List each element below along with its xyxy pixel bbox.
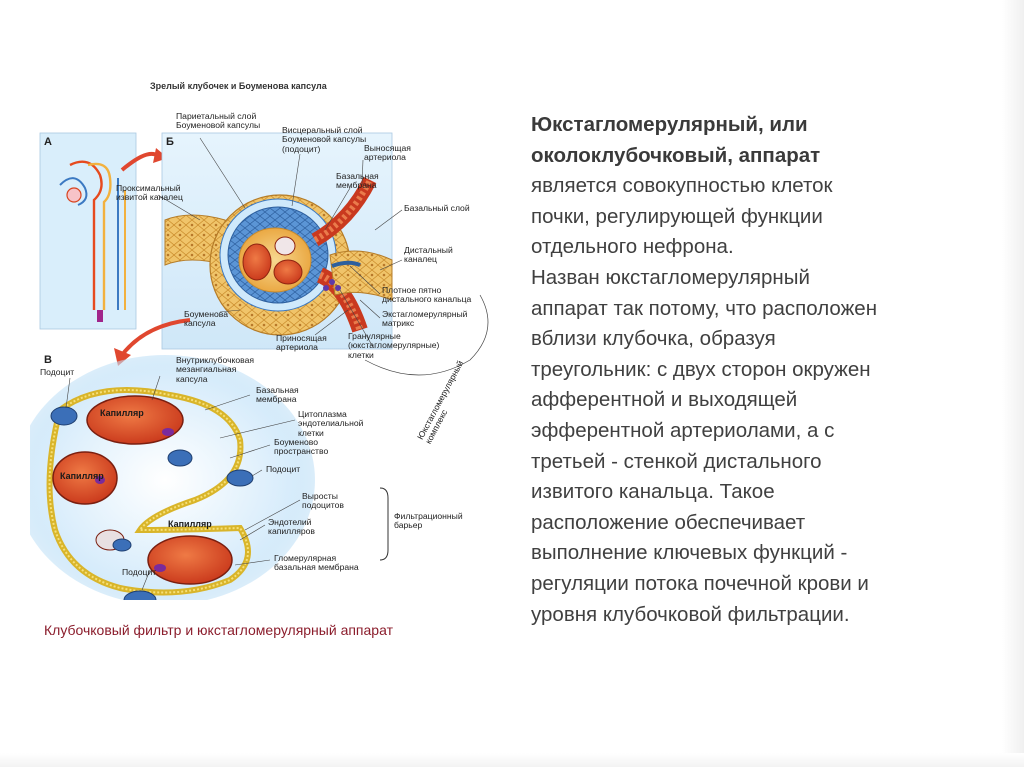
text-line: отдельного нефрона. bbox=[531, 232, 991, 263]
label-extraglomerular-matrix: Экстагломерулярный матрикс bbox=[382, 310, 467, 329]
panel-a-letter: А bbox=[44, 138, 52, 147]
label-filtration-barrier: Фильтрационный барьер bbox=[394, 512, 463, 531]
label-bowman-capsule: Боуменова капсула bbox=[184, 310, 228, 329]
text-line: регуляции потока почечной крови и bbox=[531, 569, 991, 600]
panel-b-letter: Б bbox=[166, 138, 174, 147]
text-line: Назван юкстагломерулярный bbox=[531, 263, 991, 294]
slide-edge-shadow-right bbox=[1002, 0, 1024, 767]
text-line: третьей - стенкой дистального bbox=[531, 447, 991, 478]
jga-description: Юкстагломерулярный, или околоклубочковый… bbox=[531, 110, 991, 630]
text-line: является совокупностью клеток bbox=[531, 171, 991, 202]
panel-v-letter: В bbox=[44, 356, 52, 365]
text-line: уровня клубочковой фильтрации. bbox=[531, 600, 991, 631]
label-efferent-arteriole: Выносящая артериола bbox=[364, 144, 411, 163]
kidney-diagram: Зрелый клубочек и Боуменова капсула А Б … bbox=[30, 60, 510, 600]
text-line: треугольник: с двух сторон окружен bbox=[531, 355, 991, 386]
capillary-label-top: Капилляр bbox=[100, 409, 144, 418]
text-line: аппарат так потому, что расположен bbox=[531, 294, 991, 325]
slide-edge-shadow-bottom bbox=[0, 753, 1024, 767]
label-basal-membrane-2: Базальная мембрана bbox=[256, 386, 299, 405]
text-line: извитого канальца. Такое bbox=[531, 477, 991, 508]
text-line: эфферентной артериолами, а с bbox=[531, 416, 991, 447]
label-bowman-space: Боуменово пространство bbox=[274, 438, 328, 457]
label-podocyte-bottom: Подоцит bbox=[122, 568, 156, 577]
label-capillary-endothelium: Эндотелий капилляров bbox=[268, 518, 315, 537]
label-podocyte-mid: Подоцит bbox=[266, 465, 300, 474]
label-afferent-arteriole: Приносящая артериола bbox=[276, 334, 327, 353]
text-line: почки, регулирующей функции bbox=[531, 202, 991, 233]
filtration-bracket bbox=[380, 488, 388, 560]
description-title: Юкстагломерулярный, или околоклубочковый… bbox=[531, 110, 991, 171]
label-distal-tubule: Дистальный каналец bbox=[404, 246, 453, 265]
label-podocyte-top: Подоцит bbox=[40, 368, 74, 377]
text-line: вблизи клубочка, образуя bbox=[531, 324, 991, 355]
label-mesangial-capsule: Внутриклубочковая мезангиальная капсула bbox=[176, 356, 254, 384]
label-macula-densa: Плотное пятно дистального канальца bbox=[382, 286, 471, 305]
label-basal-membrane: Базальная мембрана bbox=[336, 172, 379, 191]
label-parietal-layer: Париетальный слой Боуменовой капсулы bbox=[176, 112, 260, 131]
figure-caption: Клубочковый фильтр и юкстагломерулярный … bbox=[44, 620, 464, 640]
text-line: афферентной и выходящей bbox=[531, 385, 991, 416]
figure-title: Зрелый клубочек и Боуменова капсула bbox=[150, 82, 327, 91]
panel-a-nephron bbox=[40, 133, 136, 329]
text-line: выполнение ключевых функций - bbox=[531, 538, 991, 569]
capillary-label-left: Капилляр bbox=[60, 472, 104, 481]
label-granular-cells: Гранулярные (юкстагломерулярные) клетки bbox=[348, 332, 439, 360]
title-line: Юкстагломерулярный, или bbox=[531, 110, 991, 141]
description-paragraph-1: является совокупностью клеток почки, рег… bbox=[531, 171, 991, 263]
label-proximal-tubule: Проксимальный извитой каналец bbox=[116, 184, 183, 203]
title-line: околоклубочковый, аппарат bbox=[531, 141, 991, 172]
label-visceral-layer: Висцеральный слой Боуменовой капсулы (по… bbox=[282, 126, 366, 154]
label-endothelial-cytoplasm: Цитоплазма эндотелиальной клетки bbox=[298, 410, 363, 438]
capillary-label-bottom: Капилляр bbox=[168, 520, 212, 529]
label-basal-layer: Базальный слой bbox=[404, 204, 470, 213]
text-line: расположение обеспечивает bbox=[531, 508, 991, 539]
label-podocyte-processes: Выросты подоцитов bbox=[302, 492, 344, 511]
description-paragraph-2: Назван юкстагломерулярный аппарат так по… bbox=[531, 263, 991, 630]
label-glomerular-basement-membrane: Гломерулярная базальная мембрана bbox=[274, 554, 359, 573]
